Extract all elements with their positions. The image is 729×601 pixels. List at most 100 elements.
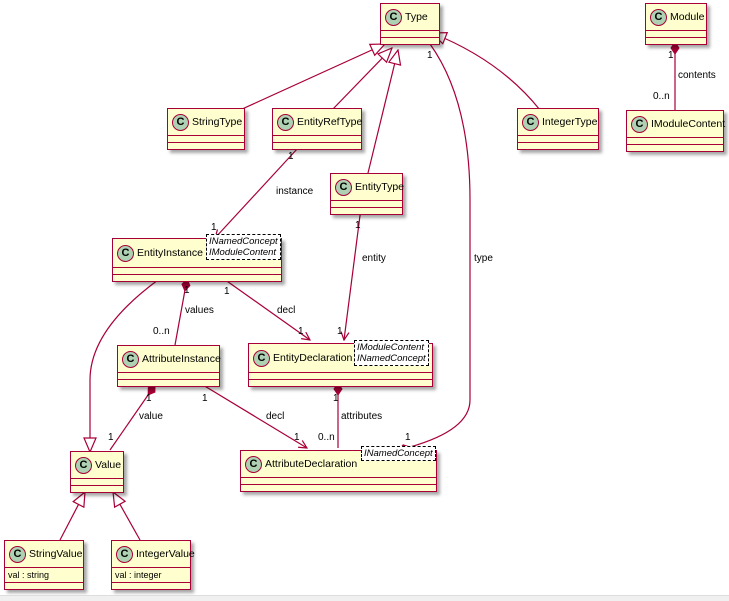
methods-section xyxy=(627,144,723,151)
class-icon: C xyxy=(277,113,294,131)
class-name: StringValue xyxy=(29,548,83,560)
methods-section xyxy=(112,582,190,589)
methods-section xyxy=(5,582,83,589)
methods-section xyxy=(518,142,598,149)
class-name: Value xyxy=(95,459,122,471)
interface-label: INamedConcept xyxy=(364,448,433,459)
fields-section xyxy=(381,30,439,37)
fields-section xyxy=(118,372,219,379)
fields-section xyxy=(71,478,123,485)
fields-section xyxy=(627,137,723,144)
class-name: Module xyxy=(670,11,705,23)
multiplicity: 1 xyxy=(405,432,411,443)
edge-attributeinstance-value xyxy=(109,384,156,451)
class-name: AttributeDeclaration xyxy=(265,458,358,470)
bottom-border xyxy=(0,595,729,601)
class-name: IntegerType xyxy=(542,116,598,128)
multiplicity: 1 xyxy=(146,393,152,404)
edge-entityreftype-entityinstance xyxy=(215,147,299,238)
class-icon: C xyxy=(75,456,92,474)
edge-label-values: values xyxy=(185,305,214,316)
edge-entityreftype-type xyxy=(331,48,392,111)
edge-entitytype-type xyxy=(367,50,398,174)
fields-section xyxy=(249,372,432,379)
methods-section xyxy=(168,142,244,149)
edge-label-decl: decl xyxy=(266,411,285,422)
edge-stringtype-type xyxy=(239,44,385,111)
edge-entityinstance-attributeinstance xyxy=(174,278,191,346)
class-icon: C xyxy=(335,178,352,196)
class-name: EntityType xyxy=(355,181,405,193)
multiplicity: 1 xyxy=(337,326,343,337)
edge-label-value: value xyxy=(139,411,163,422)
interfaces-attributedeclaration: INamedConcept xyxy=(361,446,436,461)
multiplicity: 1 xyxy=(224,286,230,297)
methods-section xyxy=(273,142,361,149)
edge-entityinstance-value xyxy=(90,279,159,452)
multiplicity: 1 xyxy=(108,432,114,443)
class-icon: C xyxy=(117,244,134,262)
multiplicity: 1 xyxy=(333,393,339,404)
class-name: StringType xyxy=(192,116,243,128)
fields-section xyxy=(113,267,281,274)
edge-label-type: type xyxy=(474,253,493,264)
class-name: EntityInstance xyxy=(137,247,203,259)
multiplicity: 1 xyxy=(294,432,300,443)
multiplicity: 0..n xyxy=(318,432,335,443)
multiplicity: 1 xyxy=(288,151,294,162)
multiplicity: 0..n xyxy=(653,91,670,102)
class-icon: C xyxy=(385,8,402,26)
edge-label-decl: decl xyxy=(277,305,296,316)
class-name: EntityRefType xyxy=(297,116,363,128)
edge-label-contents: contents xyxy=(678,70,716,81)
multiplicity: 1 xyxy=(427,50,433,61)
fields-section xyxy=(331,200,402,207)
edge-attributeinstance-attributedeclaration xyxy=(202,384,307,448)
interface-label: INamedConcept xyxy=(357,353,426,364)
edge-label-attributes: attributes xyxy=(341,411,383,422)
fields-section xyxy=(273,135,361,142)
edge-entityinstance-entitydeclaration xyxy=(223,278,310,340)
multiplicity: 1 xyxy=(184,285,190,296)
class-name: AttributeInstance xyxy=(142,353,221,365)
interface-label: IModuleContent xyxy=(357,342,425,353)
multiplicity: 1 xyxy=(298,326,304,337)
class-icon: C xyxy=(122,350,139,368)
methods-section xyxy=(381,37,439,44)
multiplicity: 1 xyxy=(355,220,361,231)
class-icon: C xyxy=(522,113,539,131)
multiplicity: 1 xyxy=(668,50,674,61)
edge-integertype-type xyxy=(432,33,541,111)
edge-integervalue-value xyxy=(113,492,141,541)
class-icon: C xyxy=(245,455,262,473)
multiplicity: 0..n xyxy=(153,326,170,337)
fields-section xyxy=(518,135,598,142)
class-icon: C xyxy=(172,113,189,131)
class-name: IntegerValue xyxy=(136,548,195,560)
interfaces-entitydeclaration: IModuleContent INamedConcept xyxy=(354,340,429,366)
methods-section xyxy=(71,485,123,492)
methods-section xyxy=(118,379,219,386)
fields-section xyxy=(241,477,436,484)
edge-label-instance: instance xyxy=(276,186,314,197)
interfaces-entityinstance: INamedConcept IModuleContent xyxy=(206,234,281,260)
methods-section xyxy=(331,207,402,214)
methods-section xyxy=(113,274,281,281)
methods-section xyxy=(249,379,432,386)
class-name: Type xyxy=(405,11,428,23)
class-icon: C xyxy=(116,545,133,563)
edge-entitytype-entitydeclaration xyxy=(344,199,363,340)
class-icon: C xyxy=(631,115,648,133)
